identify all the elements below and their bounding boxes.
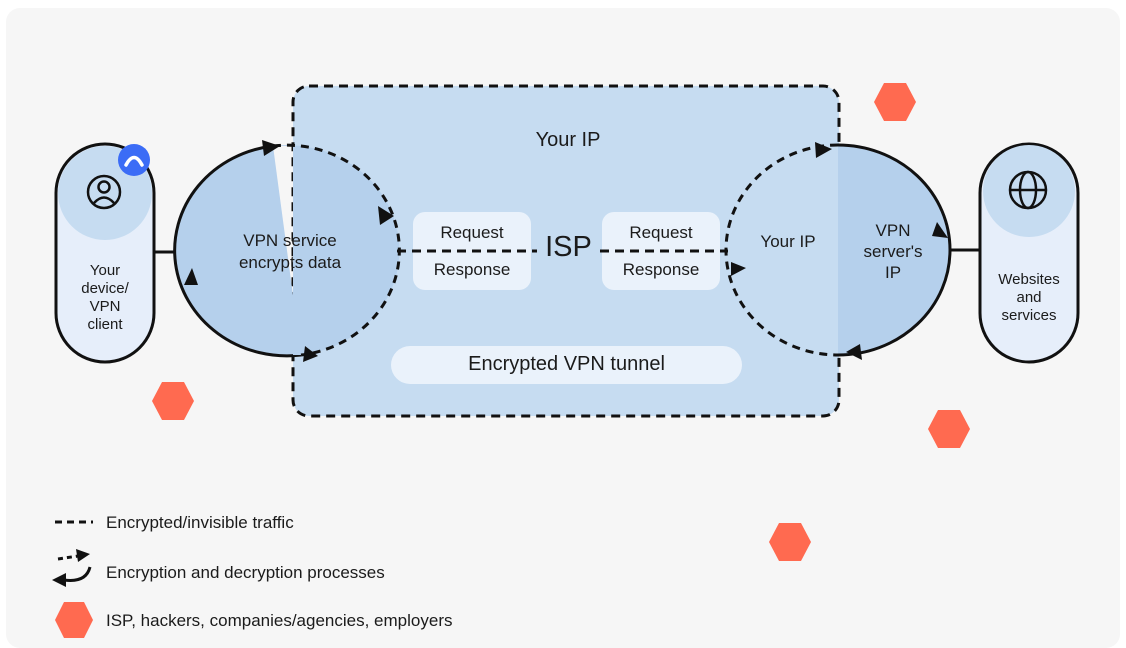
- isp-label: ISP: [545, 231, 592, 263]
- device-label: Your device/ VPN client: [81, 262, 129, 333]
- websites-label: Websites and services: [998, 271, 1060, 324]
- threat-hexagon-icon: [769, 523, 811, 561]
- left-request-label: Request: [440, 223, 504, 242]
- arrowhead-icon: [731, 262, 746, 276]
- website-node: [978, 142, 1080, 364]
- arrowhead-icon: [303, 346, 318, 362]
- arrowhead-icon: [815, 142, 832, 158]
- user-icon: [86, 174, 122, 210]
- tunnel-top-label: Your IP: [535, 129, 601, 151]
- threat-hexagon-icon: [55, 602, 93, 638]
- arrowhead-icon: [846, 344, 862, 360]
- right-circle-server-ip-label: VPN server's IP: [863, 221, 923, 282]
- tunnel-label-pill: [391, 346, 742, 384]
- legend-item-encryption-processes: Encryption and decryption processes: [106, 563, 385, 582]
- arrowhead-icon: [932, 222, 948, 238]
- left-encryption-circle: [173, 140, 401, 362]
- cycle-arrows-icon: [52, 549, 92, 587]
- arrowhead-icon: [184, 268, 198, 285]
- threat-hexagon-icon: [928, 410, 970, 448]
- vpn-badge-icon: [118, 144, 150, 176]
- arrowhead-icon: [378, 206, 394, 225]
- threat-hexagon-icon: [152, 382, 194, 420]
- right-response-label: Response: [622, 260, 700, 279]
- left-circle-label: VPN service encrypts data: [238, 231, 342, 272]
- device-node: [54, 142, 156, 364]
- right-decryption-circle: [724, 142, 952, 360]
- legend-item-threats: ISP, hackers, companies/agencies, employ…: [106, 611, 453, 630]
- legend-item-encrypted-traffic: Encrypted/invisible traffic: [106, 513, 294, 532]
- right-circle-your-ip-label: Your IP: [760, 232, 816, 251]
- arrowhead-icon: [262, 140, 280, 156]
- right-request-label: Request: [629, 223, 693, 242]
- globe-icon: [1008, 170, 1048, 210]
- threat-hexagon-icon: [874, 83, 916, 121]
- left-response-label: Response: [433, 260, 511, 279]
- tunnel-bottom-label: Encrypted VPN tunnel: [468, 353, 665, 375]
